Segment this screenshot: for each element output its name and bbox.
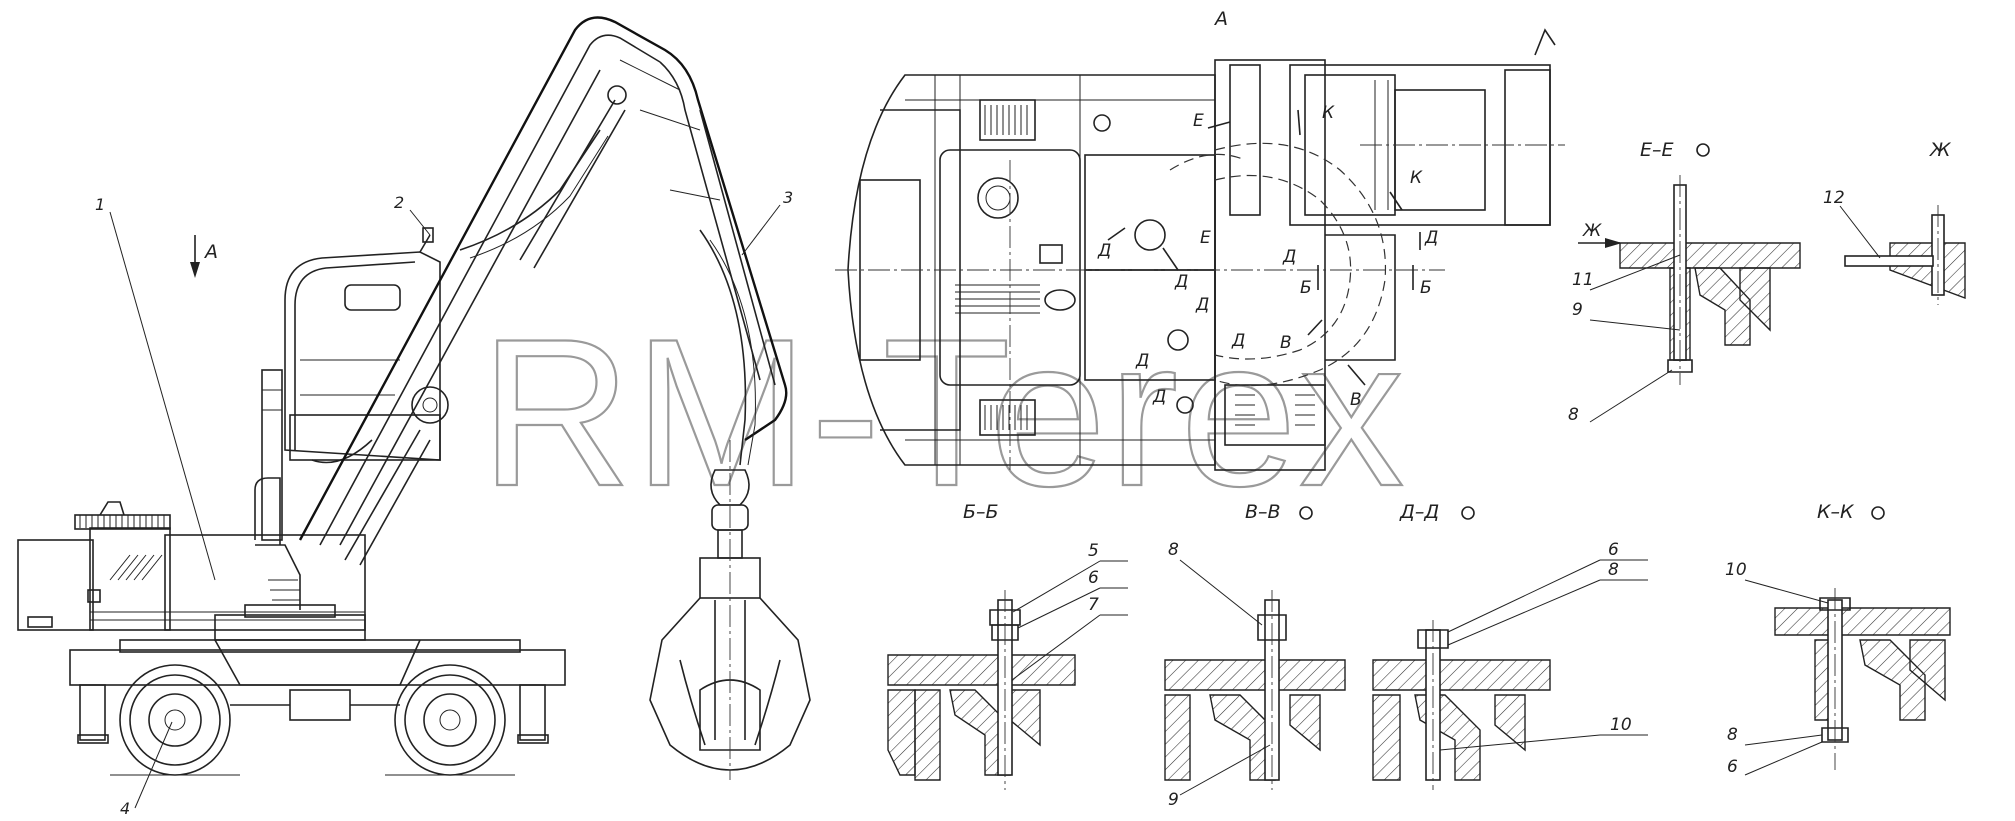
section-dd-label-8: 8 bbox=[1608, 560, 1619, 580]
cut-d-5: Д bbox=[1135, 351, 1149, 371]
callout-3: 3 bbox=[783, 188, 793, 207]
cut-e-1: Е bbox=[1193, 111, 1204, 131]
section-kk-title: К–К bbox=[1817, 501, 1855, 523]
arrow-a-label: А bbox=[203, 241, 218, 263]
section-vv-label-9: 9 bbox=[1168, 790, 1179, 810]
side-view-machine: А 1 2 3 4 bbox=[17, 16, 811, 818]
cab bbox=[261, 227, 441, 541]
section-dd: Д–Д 6 8 10 bbox=[1372, 501, 1648, 790]
top-view-a: А bbox=[835, 8, 1565, 471]
section-ee-label-11: 11 bbox=[1572, 270, 1594, 290]
cut-d-4: Д bbox=[1231, 331, 1245, 351]
section-dd-label-10: 10 bbox=[1610, 715, 1632, 735]
section-ee-title: Е–Е bbox=[1640, 139, 1674, 161]
callout-1: 1 bbox=[95, 195, 105, 214]
cut-k-1: К bbox=[1322, 103, 1335, 123]
cut-d-2: Д bbox=[1174, 272, 1188, 292]
arrow-zh-label: Ж bbox=[1582, 221, 1602, 241]
section-bb: Б–Б 5 6 7 bbox=[887, 501, 1128, 790]
cut-v-1: В bbox=[1280, 333, 1292, 353]
cut-marks: Е Е К К Д Д Д Д Д Д Д Д Б Б В В bbox=[1097, 103, 1438, 410]
cut-d-8: Д bbox=[1424, 228, 1438, 248]
section-kk-label-6: 6 bbox=[1727, 757, 1738, 777]
section-ee: Е–Е 11 9 8 Ж bbox=[1568, 139, 1801, 425]
section-zh-title: Ж bbox=[1929, 139, 1952, 161]
wheel-rear bbox=[394, 664, 506, 776]
callout-2: 2 bbox=[394, 193, 404, 212]
cut-b-1: Б bbox=[1300, 278, 1312, 298]
wheel-front bbox=[119, 664, 231, 776]
section-bb-title: Б–Б bbox=[963, 501, 999, 523]
section-dd-label-6: 6 bbox=[1608, 540, 1619, 560]
section-ee-label-9: 9 bbox=[1572, 300, 1583, 320]
section-vv: В–В 8 9 bbox=[1164, 501, 1346, 810]
section-ee-label-8: 8 bbox=[1568, 405, 1579, 425]
section-kk-label-8: 8 bbox=[1727, 725, 1738, 745]
section-bb-label-5: 5 bbox=[1088, 541, 1099, 561]
section-kk-label-10: 10 bbox=[1725, 560, 1747, 580]
cut-k-2: К bbox=[1410, 168, 1423, 188]
section-zh: Ж 12 bbox=[1823, 139, 1966, 305]
watermark: RM-Terex bbox=[480, 295, 1406, 530]
section-zh-label-12: 12 bbox=[1823, 188, 1845, 208]
section-dd-title: Д–Д bbox=[1399, 501, 1439, 523]
grapple bbox=[649, 440, 811, 780]
cut-d-1: Д bbox=[1097, 241, 1111, 261]
section-vv-label-8: 8 bbox=[1168, 540, 1179, 560]
view-a-title: А bbox=[1213, 8, 1228, 30]
cut-v-2: В bbox=[1350, 390, 1362, 410]
section-kk: К–К 10 8 6 bbox=[1725, 501, 1951, 777]
cut-d-3: Д bbox=[1195, 295, 1209, 315]
cut-d-6: Д bbox=[1152, 387, 1166, 407]
cut-b-2: Б bbox=[1420, 278, 1432, 298]
callout-4: 4 bbox=[120, 799, 130, 818]
section-vv-title: В–В bbox=[1245, 501, 1281, 523]
cut-d-7: Д bbox=[1282, 247, 1296, 267]
cut-e-2: Е bbox=[1200, 228, 1211, 248]
section-bb-label-6: 6 bbox=[1088, 568, 1099, 588]
boom bbox=[298, 16, 788, 566]
section-bb-label-7: 7 bbox=[1088, 595, 1099, 615]
